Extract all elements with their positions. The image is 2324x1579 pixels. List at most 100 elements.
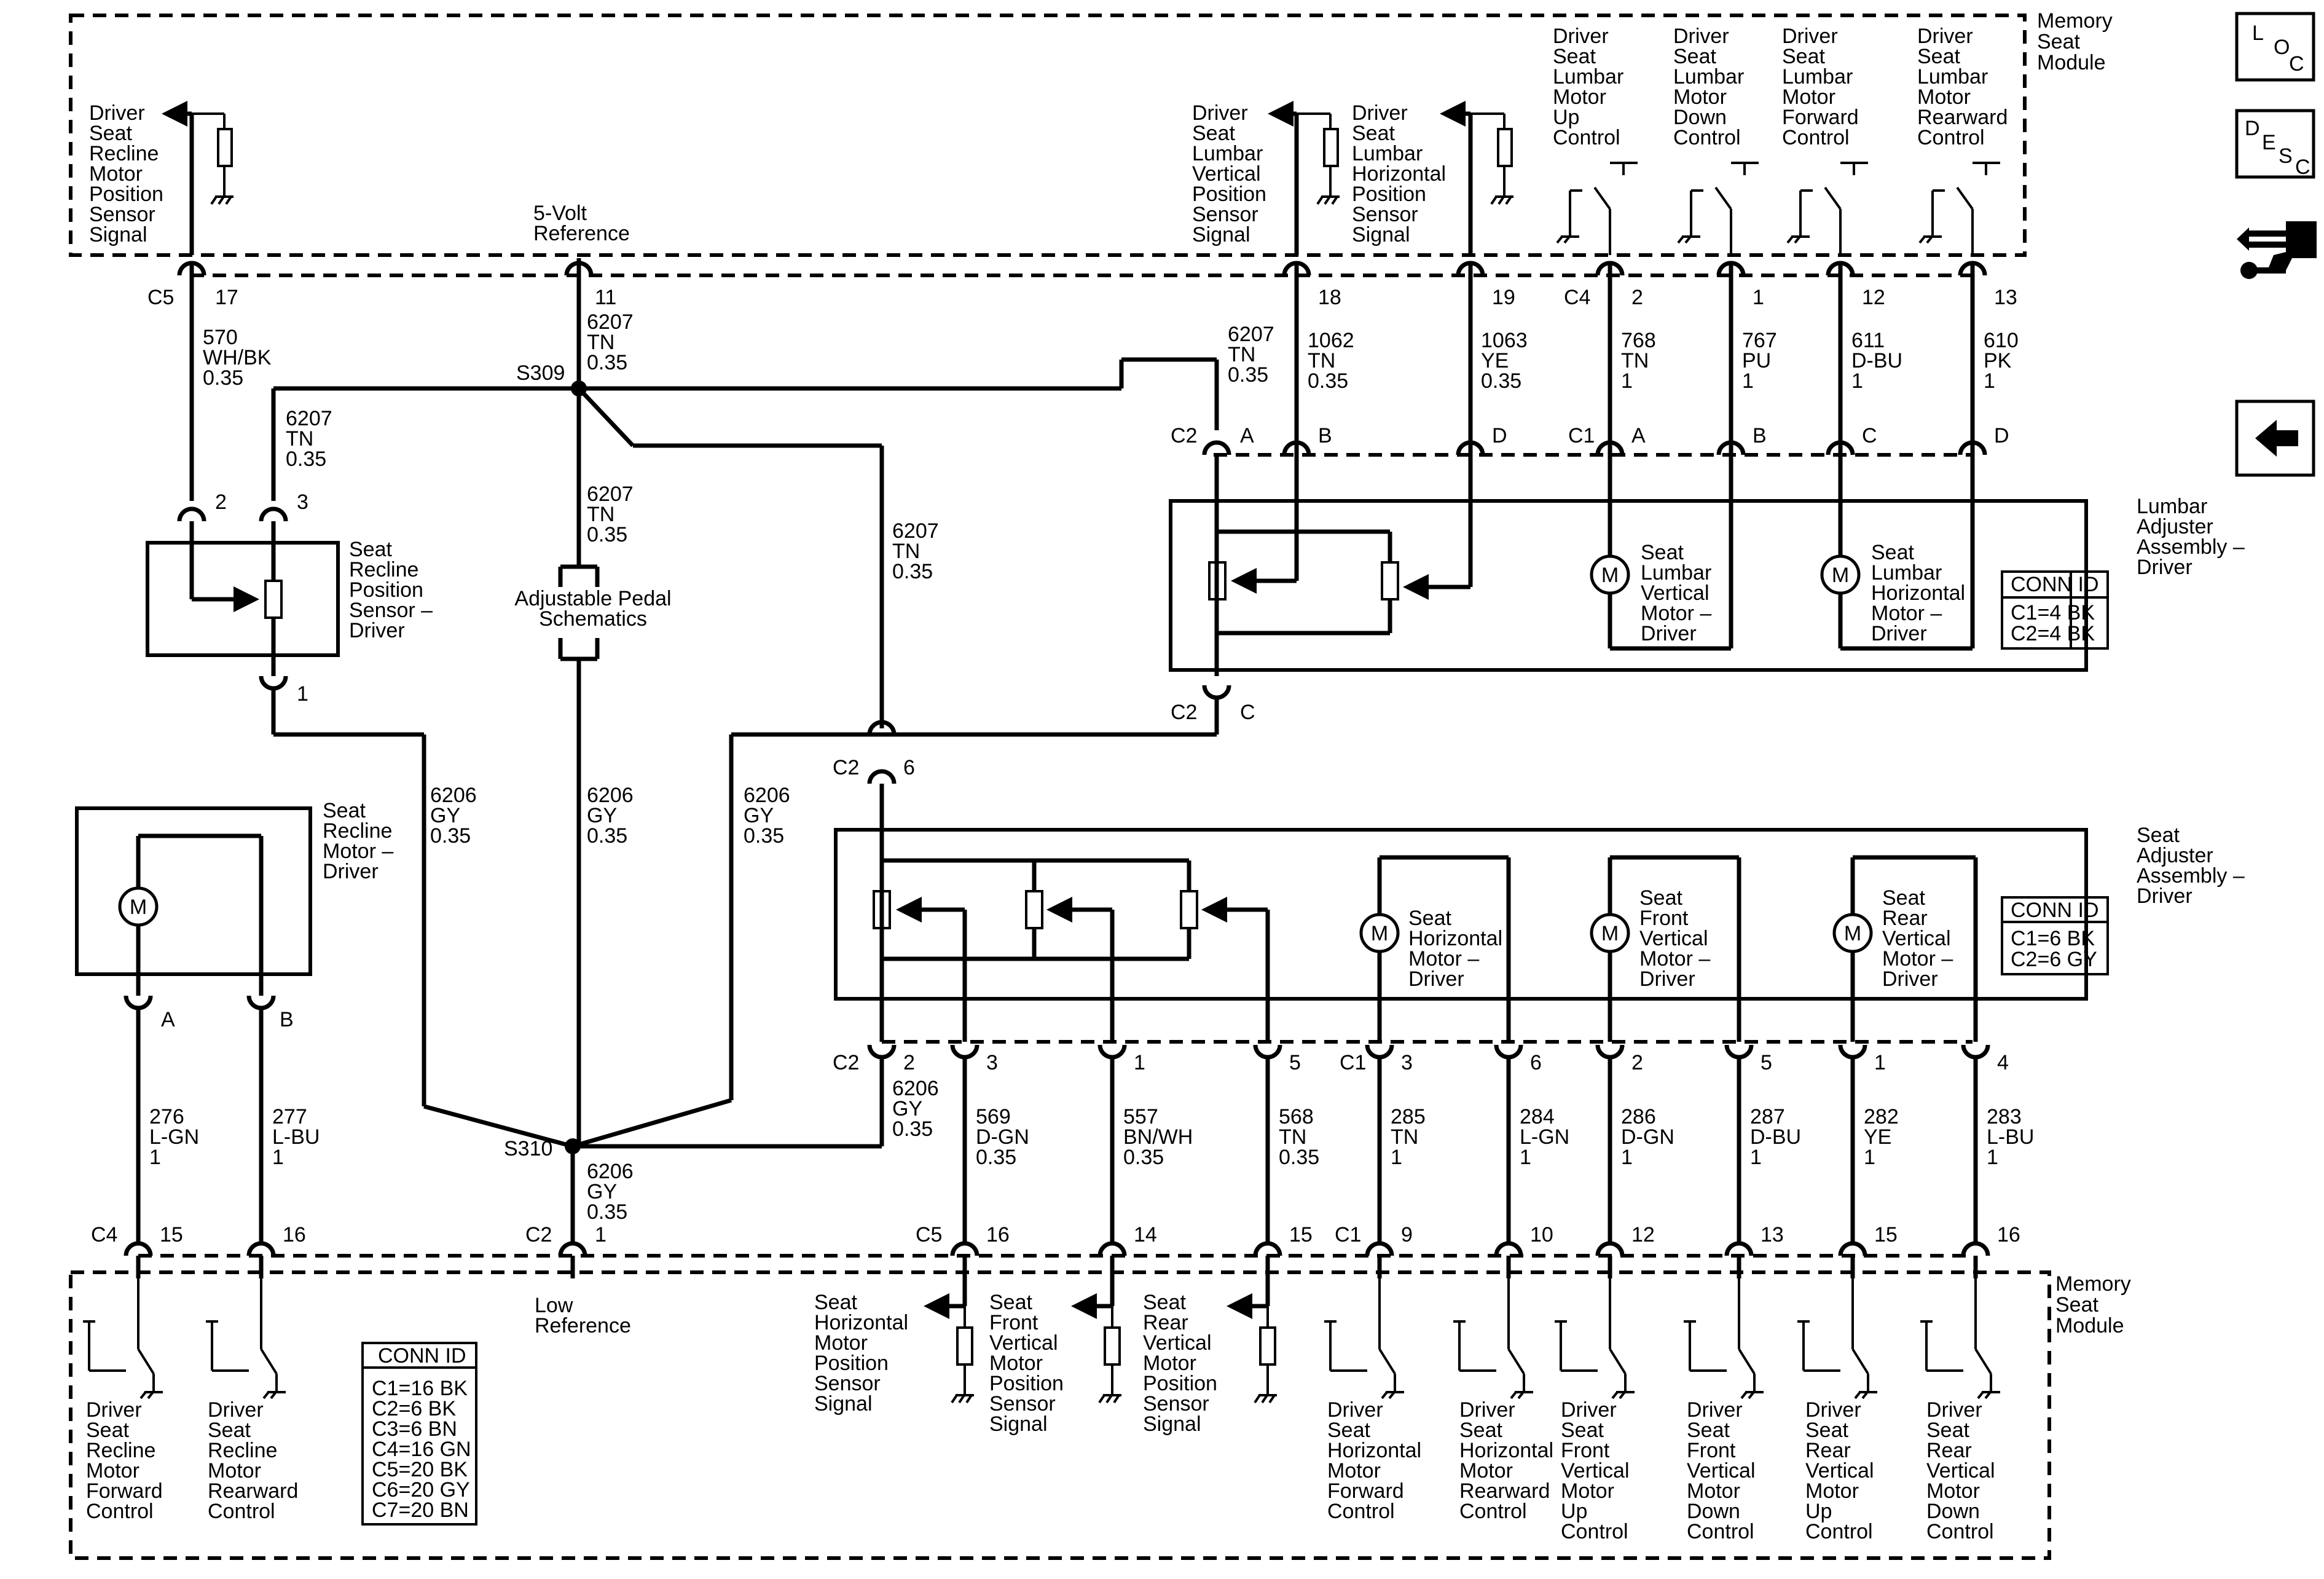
desc-button[interactable]: D E S C [2235,109,2315,179]
lumbar-vertical-sensor-pullup [1268,101,1340,255]
top-pin-c4: C4 [1564,286,1590,309]
adj-pin-3: 3 [986,1051,998,1074]
conn-id-seat-line-2: C2=6 GY [2011,948,2097,971]
splice-s310: S310 [504,1137,552,1160]
bot-pin-q16: 16 [986,1223,1010,1246]
adj-pin-5: 5 [1289,1051,1301,1074]
back-arrow-button[interactable] [2235,400,2315,477]
recline-motor-internals: M [118,833,276,1245]
bottom-connector-arcs [124,1241,1990,1278]
svg-text:C: C [2289,52,2304,76]
lumbar-pin-d: D [1492,424,1507,447]
svg-text:E: E [2262,131,2276,154]
svg-text:M: M [130,896,147,919]
connector-tool-icon[interactable] [2237,221,2317,279]
bot-pin-c1: C1 [1335,1223,1361,1246]
conn-id-lumbar-line-1: C1=4 BK [2011,601,2095,624]
bot-pin-q14: 14 [1134,1223,1157,1246]
recline-sensor-pin-3: 3 [297,490,308,514]
adjustable-pedal-bracket [558,564,600,1146]
top-pin-13: 13 [1994,286,2017,309]
top-pin-18: 18 [1318,286,1341,309]
splice-s309: S309 [516,361,565,385]
lumbar-pin-c2-bottom: C2 [1171,701,1197,724]
svg-text:M: M [1601,564,1619,587]
adj-pin-q3: 3 [1401,1051,1413,1074]
lumbar-vertical-motor-icon: M [1590,554,1630,595]
recline-sensor-pullup [162,101,234,255]
svg-text:L: L [2252,22,2264,45]
conn-id-seat-line-1: C1=6 BK [2011,927,2095,950]
svg-text:M: M [1832,564,1849,587]
conn-id-module-title: CONN ID [378,1344,466,1368]
bot-pin-r12: 12 [1631,1223,1655,1246]
svg-text:S: S [2279,144,2293,168]
adjuster-c2-label: C2 [833,756,859,779]
adj-pin-q6: 6 [1530,1051,1542,1074]
bot-pin-r16: 16 [1997,1223,2020,1246]
svg-text:C: C [2295,156,2310,179]
bottom-control-switches [83,1278,2000,1400]
conn-id-lumbar-title: CONN ID [2011,573,2099,596]
adj-pin-q2: 2 [1631,1051,1643,1074]
recline-motor-box [75,806,312,976]
memory-seat-module-top-outline [69,14,2027,257]
adj-pin-c1: C1 [1340,1051,1366,1074]
svg-text:M: M [1371,922,1388,945]
bottom-sensor-pullups [924,1278,1277,1404]
top-pin-c5: C5 [147,286,174,309]
top-pin-2: 2 [1631,286,1643,309]
lumbar-pin-c: C [1862,424,1877,447]
lumbar-horizontal-sensor-pullup [1440,101,1513,255]
adj-pin-2: 2 [903,1051,915,1074]
seat-adjuster-motors: M M M [1359,855,1978,1042]
bot-pin-c4: C4 [91,1223,117,1246]
wiring-6207 [189,289,1219,728]
loc-button[interactable]: L O C [2235,12,2315,82]
lumbar-horizontal-motor-icon: M [1820,554,1861,595]
recline-sensor-internals [177,506,573,1149]
lumbar-internals [572,289,1987,1149]
conn-id-seat-title: CONN ID [2011,899,2099,922]
bot-pin-c2: C2 [525,1223,552,1246]
lumbar-pin-d1: D [1994,424,2009,447]
top-pin-17: 17 [215,286,238,309]
bot-pin-c5: C5 [916,1223,942,1246]
back-arrow-icon [2255,420,2298,457]
lumbar-pin-b: B [1318,424,1332,447]
adjuster-c2-6-connector [867,720,897,857]
